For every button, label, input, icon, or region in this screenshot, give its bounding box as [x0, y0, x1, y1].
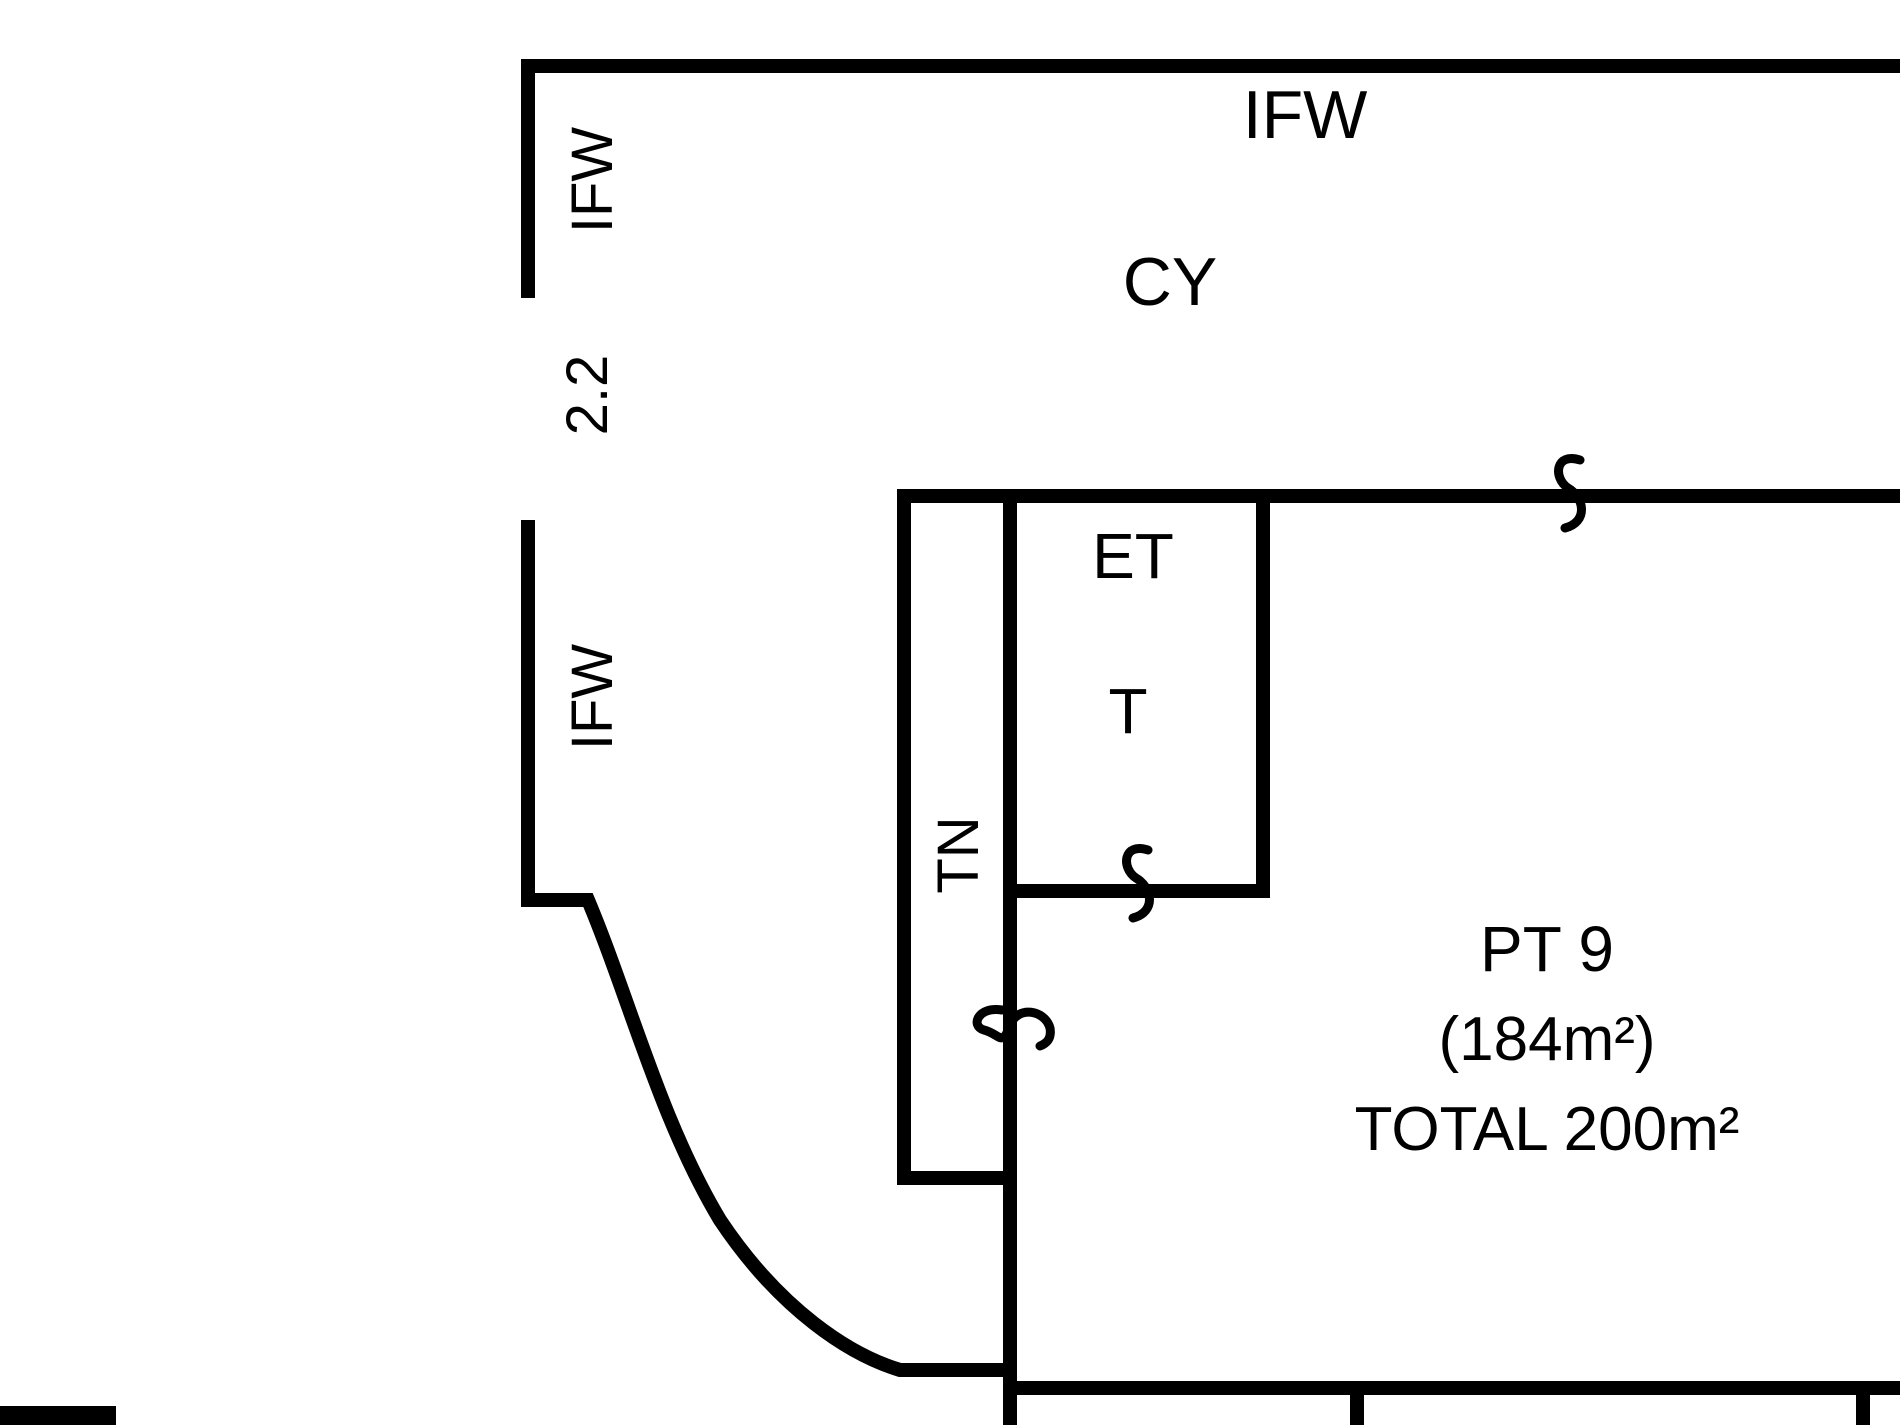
- label-toilet: T: [1108, 675, 1147, 747]
- label-ifw-left-lower: IFW: [560, 644, 625, 751]
- service-symbol-ensuite: [1122, 844, 1154, 923]
- label-ifw-left-upper: IFW: [560, 127, 625, 234]
- label-ifw-top: IFW: [1243, 77, 1368, 153]
- label-opening-width: 2.2: [555, 355, 620, 436]
- tunnel-outline: [897, 489, 1010, 1185]
- label-ensuite: ET: [1092, 520, 1174, 592]
- ensuite-box: [1010, 496, 1270, 898]
- unit-name: PT 9: [1480, 913, 1614, 985]
- bottom-left-wall-fragment: [0, 1406, 116, 1425]
- boundary-curved-wall: [521, 893, 1003, 1377]
- service-symbol-top-wall: [1554, 454, 1586, 533]
- label-courtyard: CY: [1123, 244, 1217, 320]
- service-symbol-tunnel: [972, 1005, 1055, 1051]
- label-tunnel: TN: [926, 816, 991, 893]
- unit-total-area: TOTAL 200m²: [1355, 1095, 1740, 1164]
- unit-area: (184m²): [1438, 1005, 1655, 1074]
